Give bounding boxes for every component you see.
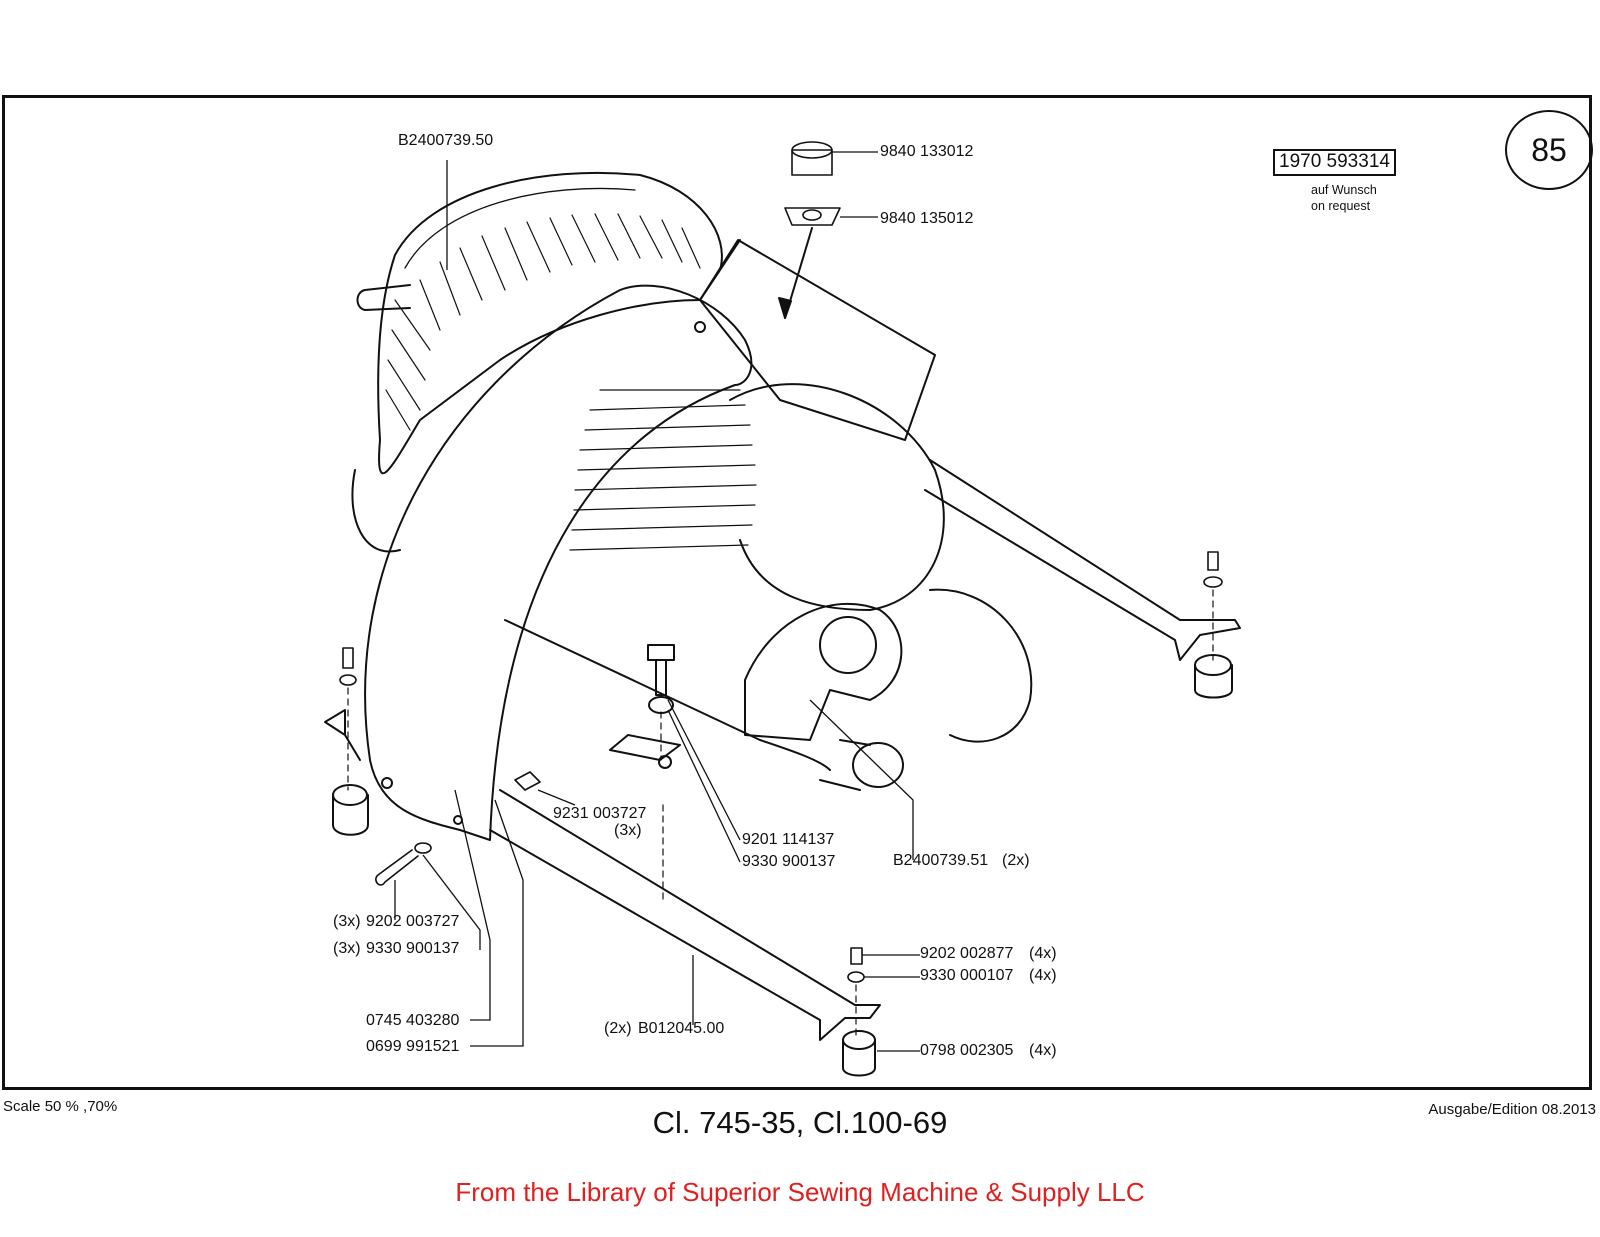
callout-rail-qty: (2x)	[604, 1020, 632, 1037]
callout-elbow: B2400739.51	[893, 852, 989, 869]
page-number-badge: 85	[1505, 110, 1593, 190]
callout-cap: 9840 133012	[880, 143, 974, 160]
model-title: Cl. 745-35, Cl.100-69	[652, 1105, 948, 1140]
reference-note-de: auf Wunsch	[1311, 183, 1377, 197]
drawing-frame	[2, 95, 1592, 1090]
callout-hex-nut: 9231 003727	[553, 805, 647, 822]
callout-foot-screw: 9202 002877	[920, 945, 1014, 962]
left-bracket	[324, 709, 361, 761]
callout-hex-nut-qty: (3x)	[614, 822, 642, 839]
callout-bolt: 9201 114137	[742, 831, 835, 848]
callout-screw-qty: (3x)	[333, 913, 361, 930]
bottom-rail	[489, 789, 881, 1041]
callout-screw: 9202 003727	[366, 913, 460, 930]
reference-number: 1970 593314	[1273, 149, 1396, 176]
leader-lines	[394, 151, 920, 1052]
callout-washer: 9330 900137	[366, 940, 460, 957]
library-credit: From the Library of Superior Sewing Mach…	[455, 1177, 1145, 1207]
elbow-outlet	[744, 588, 1033, 791]
callout-foot-washer: 9330 000107	[920, 967, 1014, 984]
callout-foot-washer-qty: (4x)	[1029, 967, 1057, 984]
right-rail	[924, 459, 1241, 661]
rear-fan-drum	[377, 171, 723, 475]
reference-note-en: on request	[1311, 199, 1371, 213]
housing-box	[699, 239, 936, 441]
callout-washer-qty: (3x)	[333, 940, 361, 957]
callout-nut: 9840 135012	[880, 210, 974, 227]
center-bolt	[609, 644, 681, 769]
callout-bolt-washer: 9330 900137	[742, 853, 836, 870]
callout-foot-screw-qty: (4x)	[1029, 945, 1057, 962]
callout-cover: B2400739.50	[398, 132, 494, 149]
callout-part-a: 0745 403280	[366, 1012, 460, 1029]
callout-foot-qty: (4x)	[1029, 1042, 1057, 1059]
small-fasteners	[339, 141, 1223, 983]
callout-elbow-qty: (2x)	[1002, 852, 1030, 869]
left-shaft	[356, 284, 411, 311]
motor-drum	[504, 383, 945, 771]
curved-cover	[364, 284, 753, 841]
callout-foot: 0798 002305	[920, 1042, 1014, 1059]
callout-rail: B012045.00	[638, 1020, 725, 1037]
callout-part-b: 0699 991521	[366, 1038, 460, 1055]
rubber-feet	[332, 654, 1233, 1077]
scale-note: Scale 50 % ,70%	[3, 1098, 118, 1115]
edition-note: Ausgabe/Edition 08.2013	[1428, 1101, 1596, 1118]
